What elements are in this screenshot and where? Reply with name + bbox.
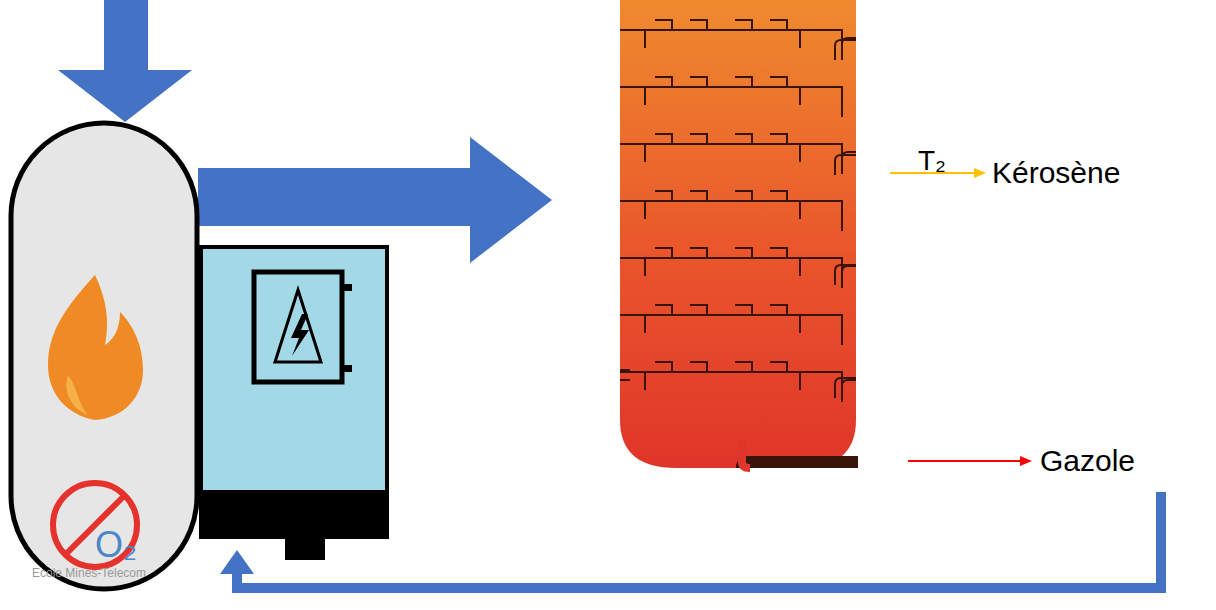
tray-stroke — [690, 305, 707, 315]
tray-stroke — [835, 378, 856, 398]
tray-stroke — [735, 362, 752, 372]
tray-stroke — [770, 20, 787, 30]
tray-stroke — [620, 315, 842, 345]
flow-arrow — [198, 137, 552, 263]
tray-stroke — [799, 201, 801, 219]
distillation-column — [620, 0, 858, 468]
tray-stroke — [655, 20, 672, 30]
product-label: Gazole — [1040, 444, 1135, 477]
recycle-line — [237, 492, 1161, 588]
tray-stroke — [690, 362, 707, 372]
tray-stroke — [770, 134, 787, 144]
tray-stroke — [690, 134, 707, 144]
tray-stroke — [842, 380, 856, 386]
tray-stroke — [644, 372, 646, 390]
tray-stroke — [735, 134, 752, 144]
tray-stroke — [770, 248, 787, 258]
tray-stroke — [735, 191, 752, 201]
tray-stroke — [735, 305, 752, 315]
tray-stroke — [735, 248, 752, 258]
tray-stroke — [644, 258, 646, 276]
tray-stroke — [735, 77, 752, 87]
gazole-arrowhead — [1020, 456, 1032, 466]
tray-stroke — [655, 77, 672, 87]
gazole-arrow — [908, 460, 1022, 462]
tray-stroke — [644, 144, 646, 162]
tray-stroke — [799, 87, 801, 105]
tray-stroke — [620, 201, 842, 231]
tray-stroke — [799, 144, 801, 162]
tray-stroke — [620, 30, 842, 60]
tray-stroke — [842, 266, 856, 272]
feed-arrow — [58, 0, 192, 122]
tray-stroke — [799, 30, 801, 48]
capsule-outline — [8, 120, 200, 592]
tray-stroke — [620, 258, 842, 288]
tray-stroke — [735, 20, 752, 30]
tray-stroke — [620, 144, 842, 174]
temperature-label: T₂ — [918, 146, 946, 177]
tray-stroke — [620, 372, 842, 402]
watermark: Ecole Mines-Telecom — [32, 567, 146, 580]
tray-stroke — [799, 258, 801, 276]
tray-stroke — [835, 265, 856, 285]
reactor-capsule: O₂ — [8, 120, 200, 592]
tray-stroke — [644, 87, 646, 105]
tray-stroke — [620, 87, 842, 117]
product-label: Kérosène — [992, 156, 1120, 189]
tray-stroke — [799, 315, 801, 333]
tray-stroke — [770, 77, 787, 87]
tray-stroke — [770, 191, 787, 201]
tray-stroke — [690, 191, 707, 201]
kerosene-arrowhead — [974, 168, 986, 178]
tray-stroke — [655, 248, 672, 258]
tray-stroke — [644, 315, 646, 333]
tray-stroke — [690, 20, 707, 30]
tray-stroke — [655, 191, 672, 201]
tray-stroke — [655, 134, 672, 144]
oxygen-label: O₂ — [95, 525, 137, 565]
tray-stroke — [835, 155, 856, 175]
tray-stroke — [644, 30, 646, 48]
tray-stroke — [770, 305, 787, 315]
tray-stroke — [690, 77, 707, 87]
tray-stroke — [770, 362, 787, 372]
tray-stroke — [690, 248, 707, 258]
tray-stroke — [644, 201, 646, 219]
electric-cabinet — [201, 247, 387, 560]
recycle-arrowhead — [220, 550, 254, 574]
tray-stroke — [835, 40, 856, 60]
tray-stroke — [799, 372, 801, 390]
tray-stroke — [655, 362, 672, 372]
tray-stroke — [655, 305, 672, 315]
